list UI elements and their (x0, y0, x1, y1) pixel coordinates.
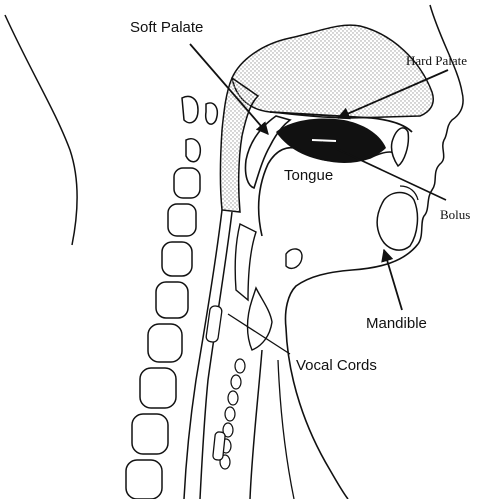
back-of-head-outline (5, 15, 77, 245)
bolus-label: Bolus (440, 208, 470, 221)
bolus-pointer (322, 142, 446, 200)
nasal-cavity (232, 25, 433, 118)
tongue-label: Tongue (284, 168, 333, 183)
soft-palate-label: Soft Palate (130, 20, 203, 35)
hard-palate-label: Hard Palate (406, 54, 467, 67)
mandible-label: Mandible (366, 316, 427, 331)
incisor (391, 128, 408, 166)
mandible-bone (377, 193, 417, 251)
vocal-cords-label: Vocal Cords (296, 358, 377, 373)
hyoid-bone (286, 249, 302, 268)
spinous-processes (206, 305, 226, 460)
epiglottis (235, 224, 256, 300)
